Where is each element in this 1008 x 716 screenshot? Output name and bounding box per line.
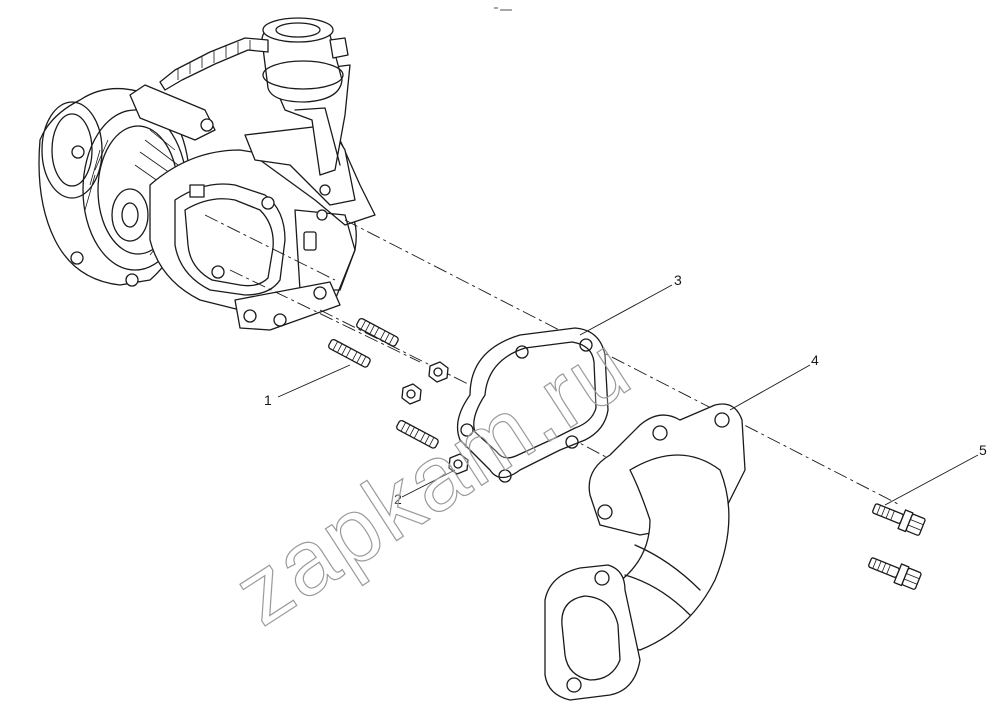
turbocharger-assembly (38, 17, 376, 331)
stud-upper (356, 317, 399, 347)
leader-5 (884, 454, 979, 506)
stud-lower (396, 419, 439, 449)
callout-4: 4 (811, 352, 819, 368)
gasket-part-3 (456, 327, 609, 483)
leader-2 (401, 469, 456, 498)
leader-4 (729, 364, 811, 411)
elbow-outlet-part-4 (544, 403, 746, 701)
bolt-upper (872, 503, 926, 536)
nut-2 (401, 383, 422, 405)
header-mark (494, 7, 512, 11)
callout-2: 2 (394, 491, 402, 507)
stud-middle (328, 338, 371, 368)
leader-1 (277, 364, 351, 398)
bolts-part-5 (868, 503, 926, 590)
callout-5: 5 (979, 442, 987, 458)
callout-1: 1 (264, 392, 272, 408)
bolt-lower (868, 557, 922, 590)
center-lines (204, 214, 901, 506)
nut-1 (428, 361, 449, 383)
callouts: 1 2 3 4 5 (264, 272, 987, 507)
callout-3: 3 (674, 272, 682, 288)
nuts-part-2 (401, 361, 469, 475)
studs-part-1 (328, 317, 439, 449)
leader-3 (579, 284, 673, 336)
nut-3 (448, 453, 469, 475)
